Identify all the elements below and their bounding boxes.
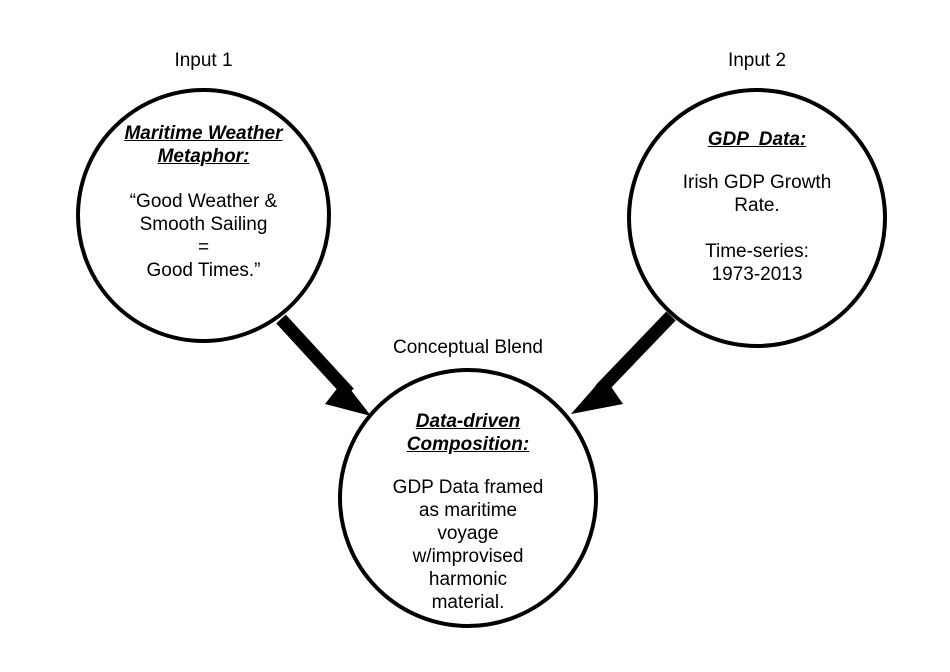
- input-1-body: “Good Weather & Smooth Sailing = Good Ti…: [129, 191, 278, 281]
- input-1-title: Maritime Weather Metaphor:: [124, 123, 283, 167]
- input-2-title: GDP Data:: [707, 129, 807, 150]
- conceptual-blend-circle[interactable]: Data-driven Composition: GDP Data framed…: [338, 368, 598, 628]
- arrow-input2-to-blend: [571, 311, 676, 414]
- input-2-circle[interactable]: GDP Data: Irish GDP Growth Rate. Time-se…: [627, 88, 887, 348]
- input-1-label: Input 1: [174, 50, 233, 71]
- input-1-content: Maritime Weather Metaphor: “Good Weather…: [95, 92, 312, 282]
- blend-title: Data-driven Composition:: [406, 411, 530, 455]
- input-2-content: GDP Data: Irish GDP Growth Rate. Time-se…: [646, 92, 868, 286]
- input-2-body: Irish GDP Growth Rate. Time-series: 1973…: [682, 172, 832, 285]
- input-2-label: Input 2: [727, 50, 787, 71]
- blend-body: GDP Data framed as maritime voyage w/imp…: [392, 477, 544, 613]
- input-1-circle[interactable]: Maritime Weather Metaphor: “Good Weather…: [76, 88, 331, 343]
- blend-content: Data-driven Composition: GDP Data framed…: [357, 372, 579, 614]
- conceptual-blend-label: Conceptual Blend: [393, 337, 543, 358]
